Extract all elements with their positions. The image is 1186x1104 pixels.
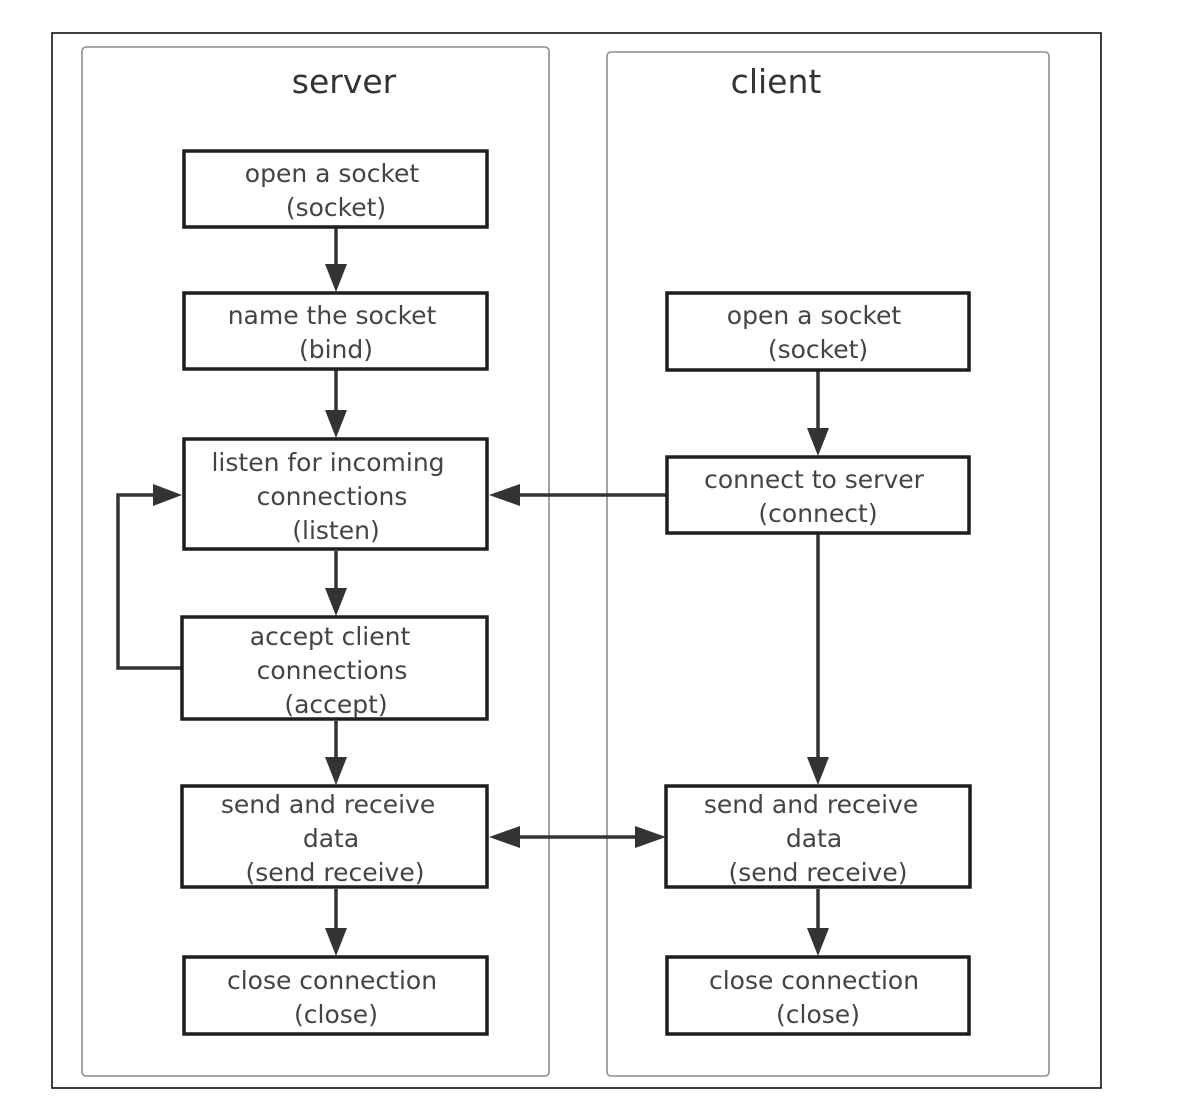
- node-label-line: connections: [257, 656, 408, 685]
- node-box: [182, 149, 489, 229]
- node-label: close connection (close): [227, 966, 445, 1029]
- arrowhead-right: [635, 826, 666, 848]
- node-label-line: (bind): [299, 335, 373, 364]
- edge-server-accept-loop-to-listen: [116, 484, 182, 670]
- node-client-close: close connection (close): [665, 955, 971, 1036]
- edge-server-accept-to-send-receive: [325, 721, 347, 785]
- node-label: send and receive data (send receive): [704, 790, 926, 887]
- node-label-line: listen for incoming: [211, 448, 444, 477]
- node-label: listen for incoming connections (listen): [211, 448, 452, 545]
- node-server-socket: open a socket (socket): [182, 149, 489, 229]
- node-box: [180, 615, 489, 721]
- edge-server-send-receive-to-close: [325, 889, 347, 956]
- node-label-line: (send receive): [729, 858, 908, 887]
- arrowhead: [489, 484, 520, 506]
- node-label-line: data: [786, 824, 842, 853]
- arrowhead: [325, 588, 347, 616]
- node-label: connect to server (connect): [704, 465, 932, 528]
- node-server-bind: name the socket (bind): [182, 291, 489, 371]
- node-label: open a socket (socket): [245, 159, 427, 222]
- node-label-line: (listen): [292, 516, 379, 545]
- node-label-line: open a socket: [245, 159, 420, 188]
- edge-server-socket-to-bind: [325, 228, 347, 292]
- node-server-send-receive: send and receive data (send receive): [180, 784, 489, 889]
- lane-client-title: client: [731, 62, 822, 101]
- edge-client-socket-to-connect: [807, 371, 829, 456]
- node-label: name the socket (bind): [228, 301, 445, 364]
- node-label: close connection (close): [709, 966, 927, 1029]
- arrowhead: [807, 928, 829, 956]
- node-client-socket: open a socket (socket): [665, 291, 971, 372]
- node-label-line: (socket): [768, 335, 868, 364]
- node-client-connect: connect to server (connect): [665, 455, 971, 535]
- arrowhead: [325, 928, 347, 956]
- node-label-line: (socket): [286, 193, 386, 222]
- node-box: [665, 291, 971, 372]
- lane-server-title: server: [292, 62, 397, 101]
- arrowhead: [325, 410, 347, 438]
- node-label-line: (close): [294, 1000, 378, 1029]
- node-box: [182, 955, 489, 1036]
- node-box: [182, 291, 489, 371]
- node-label-line: close connection: [227, 966, 437, 995]
- node-box: [664, 784, 972, 889]
- node-box: [665, 955, 971, 1036]
- edge-server-listen-to-accept: [325, 551, 347, 616]
- node-label-line: (accept): [284, 690, 387, 719]
- node-label-line: connect to server: [704, 465, 925, 494]
- node-label-line: (connect): [758, 499, 877, 528]
- lane-client: client: [606, 51, 1050, 1077]
- arrowhead: [153, 484, 182, 506]
- node-label-line: (send receive): [246, 858, 425, 887]
- arrowhead: [807, 428, 829, 456]
- node-label-line: data: [303, 824, 359, 853]
- node-box: [180, 784, 489, 889]
- node-label-line: send and receive: [221, 790, 435, 819]
- edge-client-send-receive-to-close: [807, 889, 829, 956]
- node-label: send and receive data (send receive): [221, 790, 443, 887]
- lane-client-border: [606, 51, 1050, 1077]
- edge-client-connect-to-send-receive: [807, 533, 829, 785]
- node-label: accept client connections (accept): [250, 622, 418, 719]
- node-label-line: connections: [257, 482, 408, 511]
- node-label-line: name the socket: [228, 301, 437, 330]
- node-server-accept: accept client connections (accept): [180, 615, 489, 721]
- node-client-send-receive: send and receive data (send receive): [664, 784, 972, 889]
- arrowhead: [325, 757, 347, 785]
- arrowhead: [325, 264, 347, 292]
- edge-line: [116, 493, 182, 670]
- edge-client-connect-to-server-listen: [489, 484, 667, 506]
- edge-server-bind-to-listen: [325, 370, 347, 438]
- node-label: open a socket (socket): [727, 301, 909, 364]
- node-server-listen: listen for incoming connections (listen): [182, 437, 489, 551]
- edges: [116, 228, 829, 956]
- node-label-line: open a socket: [727, 301, 902, 330]
- node-label-line: close connection: [709, 966, 919, 995]
- arrowhead-left: [489, 826, 520, 848]
- node-label-line: send and receive: [704, 790, 918, 819]
- node-server-close: close connection (close): [182, 955, 489, 1036]
- node-label-line: accept client: [250, 622, 411, 651]
- node-label-line: (close): [776, 1000, 860, 1029]
- node-box: [182, 437, 489, 551]
- arrowhead: [807, 757, 829, 785]
- edge-send-receive-bidirectional: [489, 826, 666, 848]
- node-box: [665, 455, 971, 535]
